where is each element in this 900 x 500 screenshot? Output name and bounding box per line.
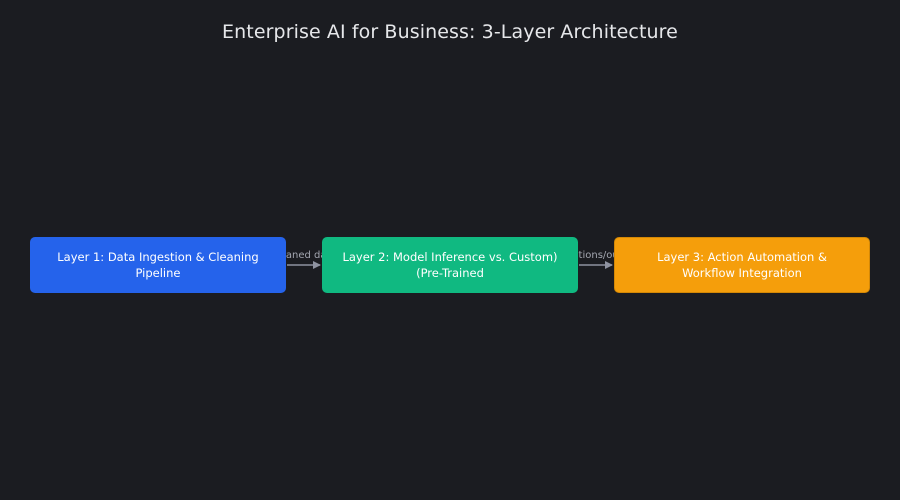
diagram-title: Enterprise AI for Business: 3-Layer Arch… bbox=[222, 21, 678, 43]
node-layer1[interactable]: Layer 1: Data Ingestion & Cleaning Pipel… bbox=[30, 237, 286, 293]
node-layer3[interactable]: Layer 3: Action Automation & Workflow In… bbox=[614, 237, 870, 293]
node-layer2[interactable]: Layer 2: Model Inference vs. Custom) (Pr… bbox=[322, 237, 578, 293]
edge-label-layer1-layer2-wrap: cleaned data bbox=[286, 248, 322, 264]
edge-label-layer2-layer3: predictions/outputs bbox=[578, 250, 614, 261]
edge-label-layer1-layer2: cleaned data bbox=[286, 250, 322, 261]
node-layer1-label: Layer 1: Data Ingestion & Cleaning Pipel… bbox=[57, 250, 259, 280]
node-layer2-label: Layer 2: Model Inference vs. Custom) (Pr… bbox=[342, 250, 558, 280]
edge-label-layer2-layer3-wrap: predictions/outputs bbox=[578, 248, 614, 264]
node-layer3-label: Layer 3: Action Automation & Workflow In… bbox=[657, 250, 827, 280]
